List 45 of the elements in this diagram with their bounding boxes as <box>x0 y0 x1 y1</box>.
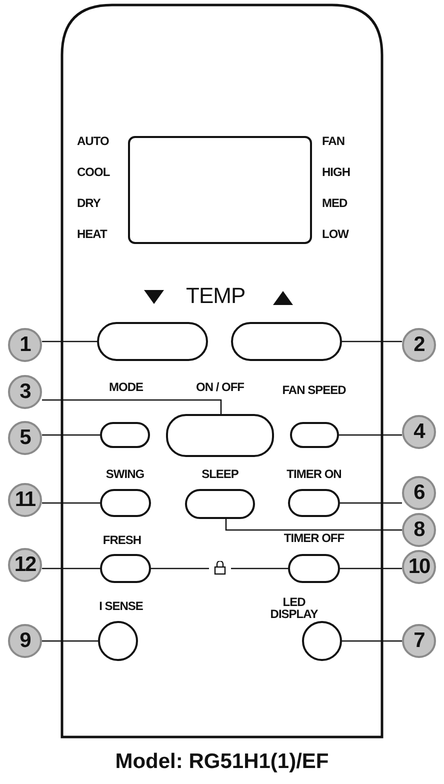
remote-button <box>97 322 208 361</box>
remote-button <box>231 322 342 361</box>
callout-number: 12 <box>8 548 42 582</box>
callout-number: 9 <box>8 624 42 658</box>
mode-label: AUTO <box>77 135 109 147</box>
callout-number: 6 <box>402 476 436 510</box>
button-label: TIMER ON <box>286 468 342 480</box>
temp-label: TEMP <box>186 284 246 308</box>
callout-number: 11 <box>8 483 42 517</box>
remote-button <box>100 422 150 448</box>
remote-button <box>288 489 340 517</box>
callout-number: 2 <box>402 328 436 362</box>
button-label: SWING <box>106 468 144 480</box>
mode-label: FAN <box>322 135 344 147</box>
remote-button <box>290 422 339 448</box>
callout-number: 1 <box>8 328 42 362</box>
mode-label: HEAT <box>77 228 107 240</box>
remote-button <box>100 489 151 517</box>
mode-label: MED <box>322 197 348 209</box>
callout-number: 8 <box>402 513 436 547</box>
remote-button <box>100 554 151 583</box>
lcd-screen <box>128 136 312 244</box>
button-label: TIMER OFF <box>284 532 344 544</box>
remote-button <box>185 489 255 519</box>
round-button <box>302 621 342 661</box>
callout-number: 4 <box>402 415 436 449</box>
button-label: MODE <box>109 381 143 393</box>
button-label: FRESH <box>102 534 142 546</box>
button-label: LED DISPLAY <box>269 596 319 620</box>
caption: Model: RG51H1(1)/EF <box>114 750 330 774</box>
mode-label: LOW <box>322 228 348 240</box>
button-label: FAN SPEED <box>282 384 346 396</box>
mode-label: COOL <box>77 166 110 178</box>
remote-button <box>288 554 340 583</box>
remote-button <box>166 414 274 457</box>
callout-number: 3 <box>8 375 42 409</box>
mode-label: DRY <box>77 197 100 209</box>
callout-number: 5 <box>8 421 42 455</box>
button-label: I SENSE <box>99 600 143 612</box>
callout-number: 7 <box>402 624 436 658</box>
button-label: ON / OFF <box>196 381 244 393</box>
mode-label: HIGH <box>322 166 350 178</box>
round-button <box>98 621 138 661</box>
button-label: SLEEP <box>202 468 238 480</box>
callout-number: 10 <box>402 550 436 584</box>
